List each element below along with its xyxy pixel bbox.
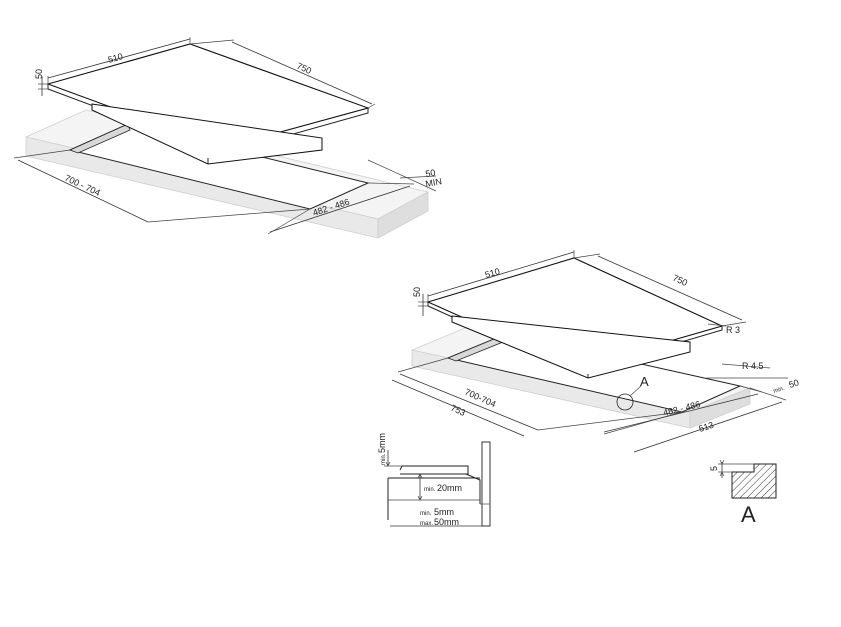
top-countertop-side — [377, 191, 429, 239]
detail-a-dimension-label: 5 — [709, 466, 719, 471]
top-cutout-depth-label: 700 - 704 — [63, 173, 102, 198]
section-bottom-max-value: 50mm — [434, 517, 459, 527]
top-diagram: 510 750 50 700 - 704 482 - 486 50 MIN — [13, 37, 443, 239]
section-top-prefix: min. — [381, 453, 387, 465]
mid-clearance-prefix: min. — [773, 386, 786, 395]
top-height-label: 50 — [34, 69, 44, 79]
mid-countertop-side — [689, 387, 751, 429]
mid-radius-top-label: R 3 — [726, 325, 740, 335]
section-bottom-max-prefix: max. — [420, 521, 433, 527]
section-top-value: 5mm — [377, 433, 387, 453]
mid-detail-marker: A — [640, 374, 649, 389]
detail-a-section — [731, 463, 777, 499]
top-depth-label: 750 — [295, 61, 313, 76]
mid-height-label: 50 — [412, 287, 422, 297]
mid-depth-label: 750 — [671, 273, 689, 288]
mid-clearance-value: 50 — [788, 377, 801, 390]
section-mid-value: 20mm — [437, 483, 462, 493]
section-detail: min. 5mm min. 20mm min. 5mm max. 50mm — [377, 433, 491, 527]
top-clearance-unit: MIN — [425, 176, 443, 189]
section-mid-prefix: min. — [424, 487, 436, 493]
detail-a-title: A — [741, 502, 756, 527]
mid-width-label: 510 — [484, 266, 501, 280]
top-clearance-value: 50 — [425, 167, 437, 179]
mid-overall-depth-label: 753 — [449, 403, 467, 418]
mid-cutout-depth-label: 700-704 — [463, 387, 497, 410]
mid-overall-width-label: 513 — [698, 420, 715, 434]
mid-radius-cut-label: R 4.5 — [742, 361, 764, 371]
section-bottom-min-value: 5mm — [434, 507, 454, 517]
detail-a: 5 A — [709, 459, 777, 527]
section-bottom-min-prefix: min. — [420, 511, 432, 517]
middle-diagram: 510 750 50 R 3 R 4.5 A 700-704 753 482 -… — [391, 250, 801, 453]
top-width-label: 510 — [107, 51, 124, 65]
section-wall-panel — [481, 441, 491, 527]
